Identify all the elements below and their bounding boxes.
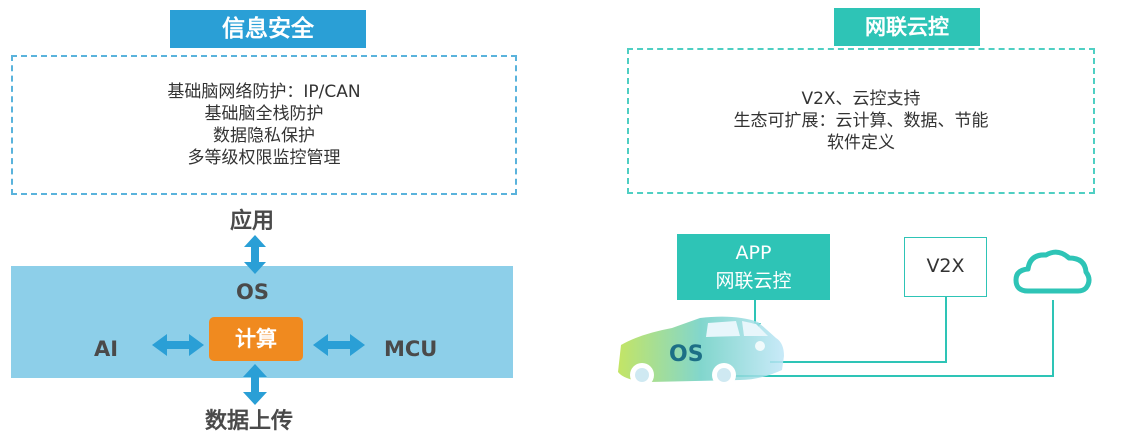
connectivity-line-1: V2X、云控支持 xyxy=(801,89,921,109)
security-line-2: 基础脑全栈防护 xyxy=(204,104,324,124)
app-box-line-2: 网联云控 xyxy=(715,270,792,292)
connectivity-line-3: 软件定义 xyxy=(827,133,895,153)
os-label: OS xyxy=(236,280,269,304)
security-line-1: 基础脑网络防护：IP/CAN xyxy=(167,82,361,102)
ai-label: AI xyxy=(94,337,119,361)
calc-box: 计算 xyxy=(209,317,303,361)
double-arrow-icon xyxy=(313,334,365,356)
double-arrow-icon xyxy=(152,334,204,356)
double-arrow-icon xyxy=(244,235,266,274)
connection-lines xyxy=(730,297,1054,377)
security-box: 基础脑网络防护：IP/CAN 基础脑全栈防护 数据隐私保护 多等级权限监控管理 xyxy=(11,55,517,195)
mcu-label: MCU xyxy=(384,337,438,361)
connectivity-line-2: 生态可扩展：云计算、数据、节能 xyxy=(733,111,989,131)
v2x-box: V2X xyxy=(904,237,987,297)
double-arrow-icon xyxy=(243,364,267,405)
car-icon xyxy=(618,316,784,387)
cloud-icon xyxy=(1013,249,1092,294)
left-title: 信息安全 xyxy=(170,10,366,48)
right-title: 网联云控 xyxy=(834,8,980,46)
security-line-4: 多等级权限监控管理 xyxy=(187,148,341,168)
app-box-line-1: APP xyxy=(735,242,772,264)
connectivity-box: V2X、云控支持 生态可扩展：云计算、数据、节能 软件定义 xyxy=(627,48,1095,194)
app-label: 应用 xyxy=(230,209,275,234)
car-os-label: OS xyxy=(669,342,704,367)
app-connectivity-box: APP 网联云控 xyxy=(677,234,830,300)
upload-label: 数据上传 xyxy=(205,409,294,434)
security-line-3: 数据隐私保护 xyxy=(213,126,315,146)
